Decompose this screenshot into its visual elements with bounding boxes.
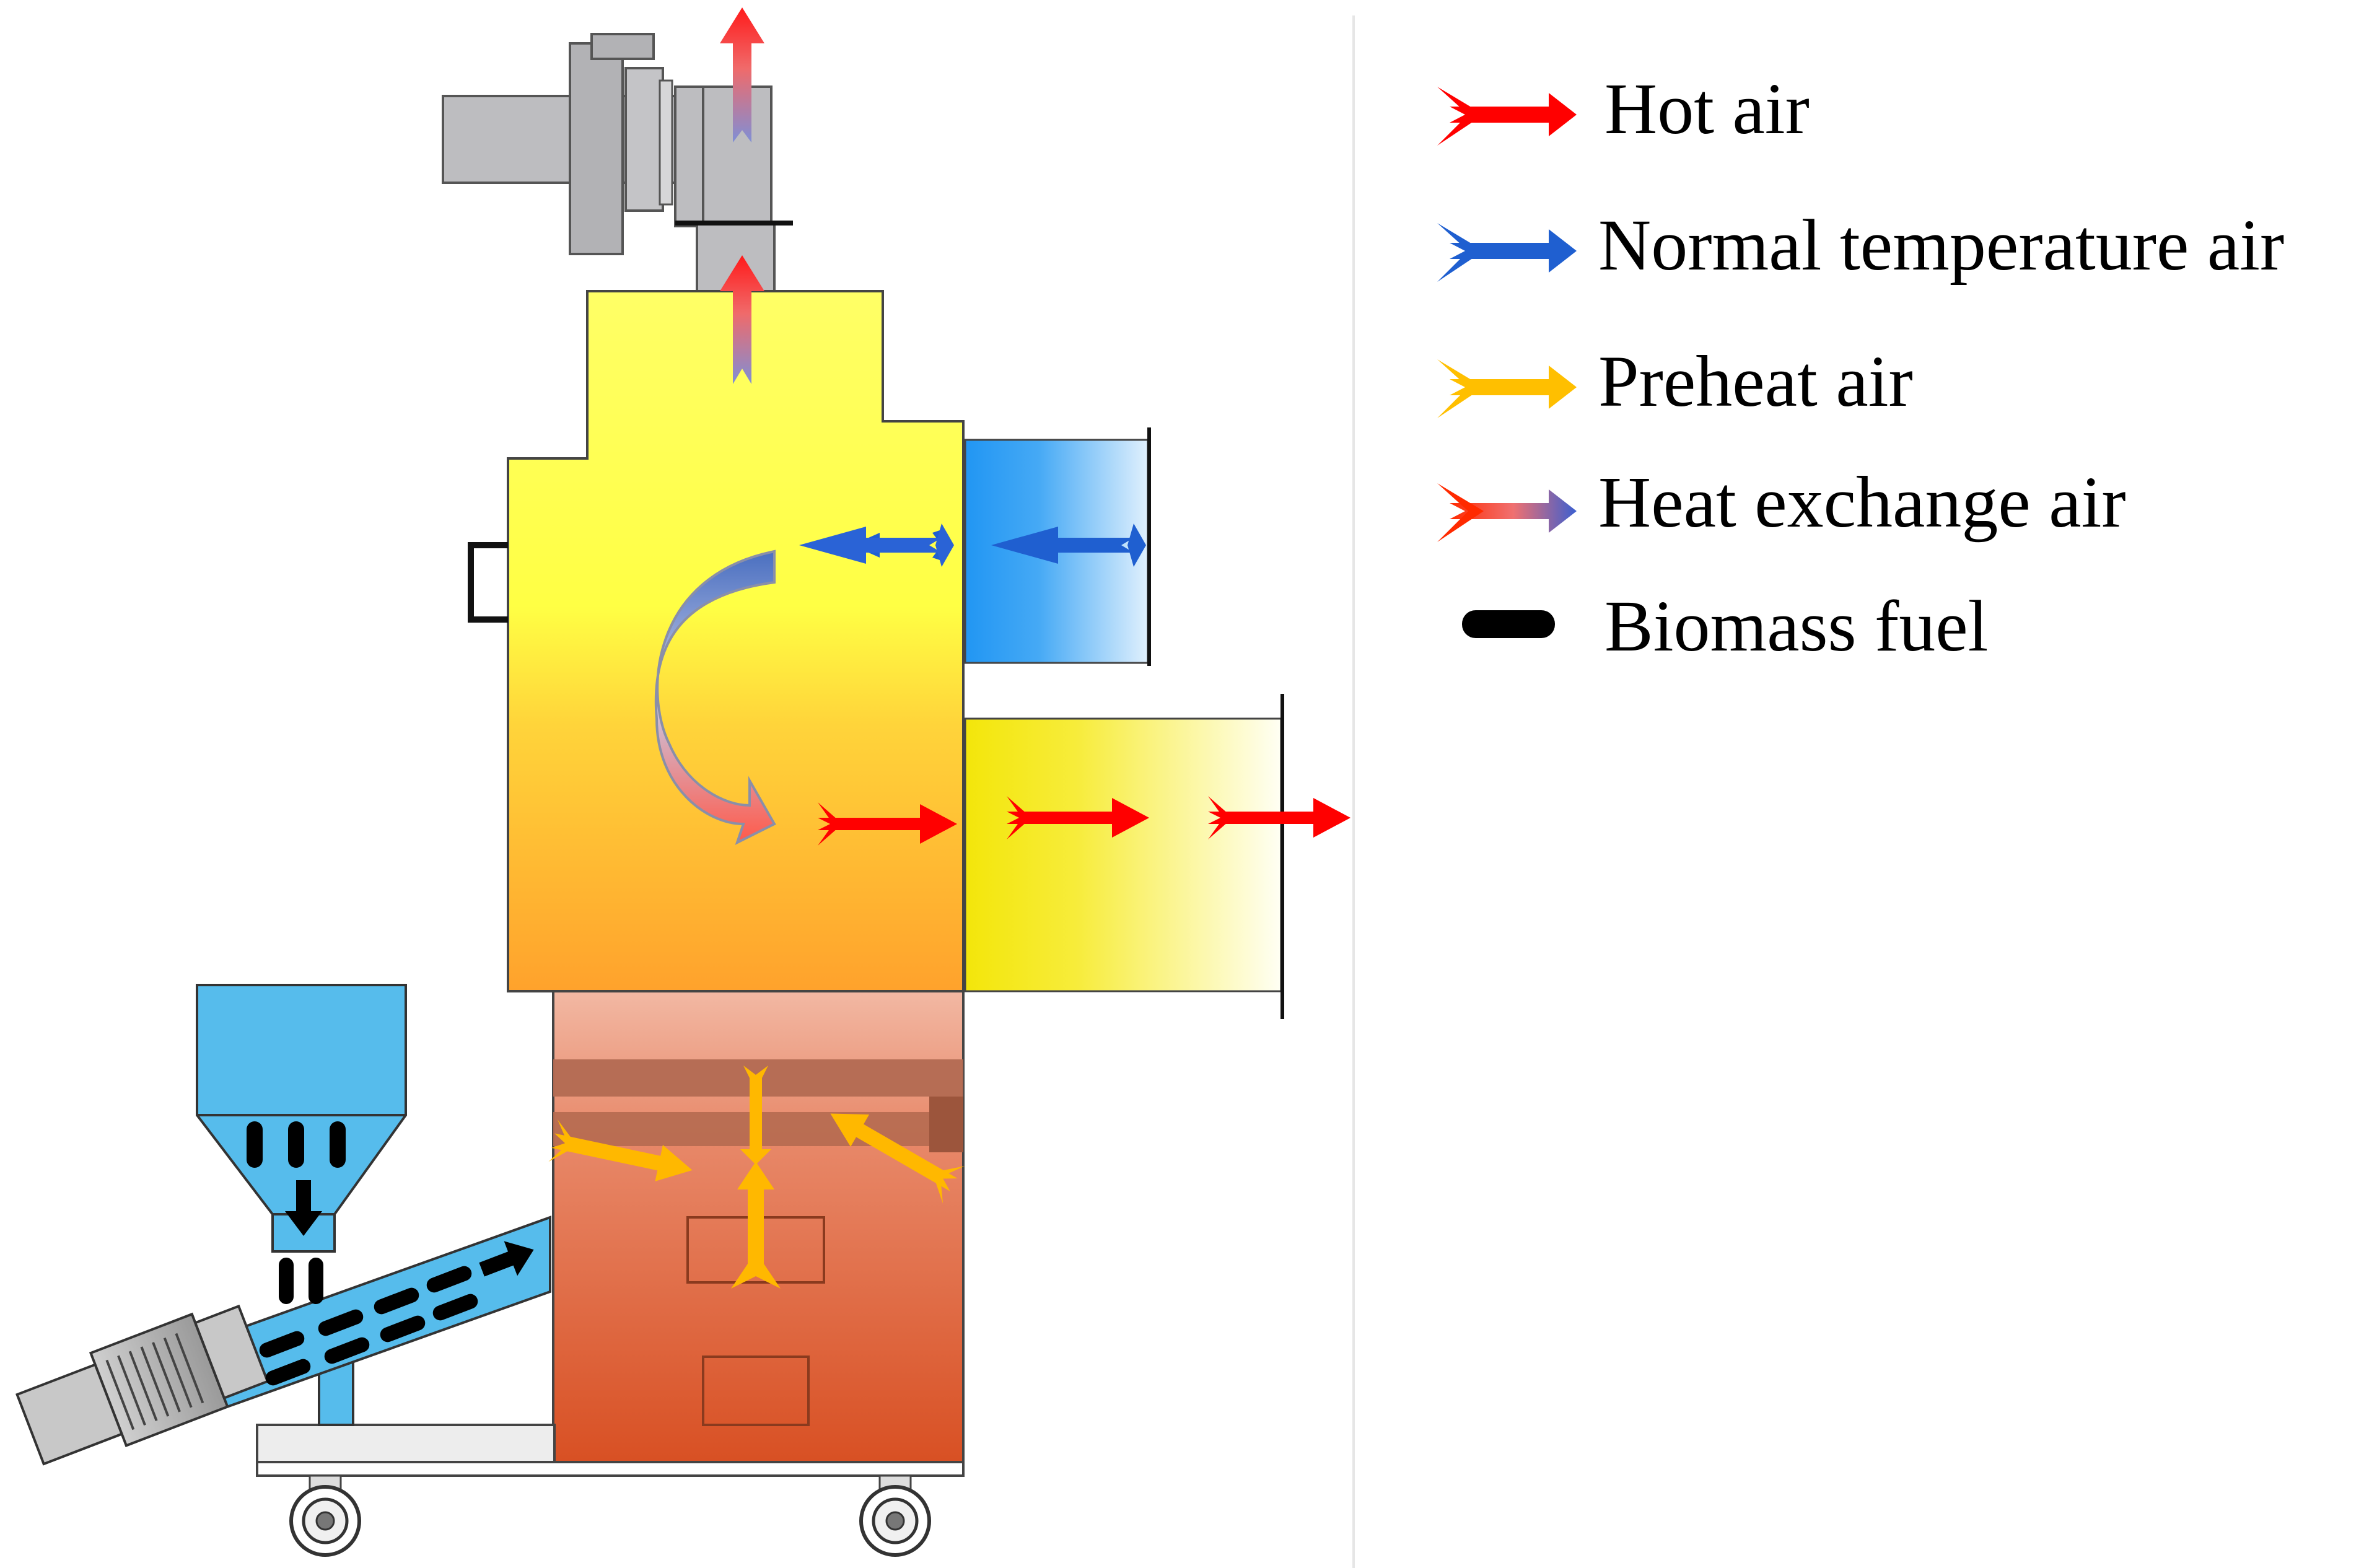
wheel-right: [859, 1474, 931, 1557]
heat-exchange-arrow-chamber: [720, 255, 764, 384]
legend-label-normal-air: Normal temperature air: [1598, 204, 2284, 286]
legend-heat-exchange-arrow-icon: [1437, 483, 1577, 542]
legend: Hot air Normal temperature air Preheat a…: [1437, 68, 2284, 667]
cart-frame: [256, 1424, 965, 1557]
legend-item-preheat-air: Preheat air: [1437, 341, 1913, 422]
screw-conveyor: [15, 1215, 551, 1466]
drying-chamber: [468, 290, 965, 992]
legend-preheat-air-arrow-icon: [1437, 359, 1577, 418]
legend-item-heat-exchange-air: Heat exchange air: [1437, 462, 2126, 543]
legend-biomass-fuel-pellet-icon: [1462, 610, 1555, 638]
legend-hot-air-arrow-icon: [1437, 87, 1577, 146]
chamber-handle: [468, 542, 508, 623]
burner-window-lower: [702, 1356, 810, 1426]
fuel-right-arrow: [479, 1241, 534, 1277]
heat-exchange-arrow-top: [720, 7, 764, 142]
hot-air-arrow-3: [1208, 796, 1350, 839]
feeder-motor: [15, 1304, 269, 1466]
wheel-left: [289, 1474, 361, 1557]
normal-air-arrow-duct: [991, 523, 1146, 567]
hot-air-outlet-duct: [964, 694, 1284, 1019]
legend-item-normal-air: Normal temperature air: [1437, 204, 2284, 286]
preheat-air-arrows: [548, 1066, 965, 1289]
heat-exchange-curve-arrow: [654, 550, 776, 845]
biomass-fuel-pellets: [247, 1121, 534, 1386]
legend-normal-air-arrow-icon: [1437, 223, 1577, 282]
exhaust-fan-assembly: [442, 33, 793, 296]
legend-item-biomass-fuel: Biomass fuel: [1462, 585, 1988, 667]
normal-air-arrow-inner: [799, 523, 954, 567]
legend-label-preheat-air: Preheat air: [1598, 341, 1913, 422]
hot-air-arrow-1: [818, 802, 957, 846]
legend-label-hot-air: Hot air: [1604, 68, 1810, 149]
legend-label-biomass-fuel: Biomass fuel: [1604, 585, 1988, 667]
legend-item-hot-air: Hot air: [1437, 68, 1810, 149]
hot-air-arrow-2: [1007, 796, 1149, 839]
legend-label-heat-exchange-air: Heat exchange air: [1598, 462, 2126, 543]
fuel-down-arrow: [285, 1180, 322, 1236]
